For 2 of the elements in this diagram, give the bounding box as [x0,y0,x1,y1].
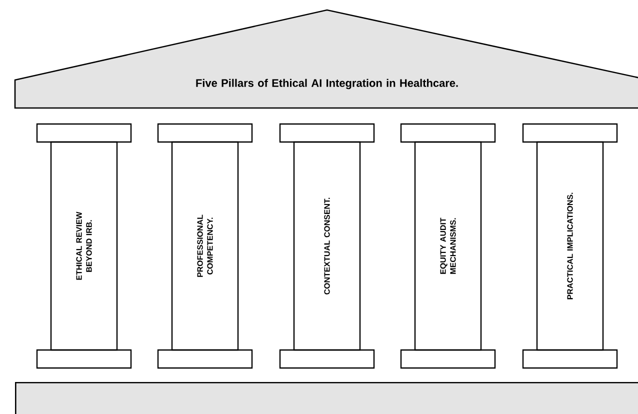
base-slab [15,382,638,414]
roof: Five Pillars of Ethical AI Integration in Healthcare. [14,9,638,109]
